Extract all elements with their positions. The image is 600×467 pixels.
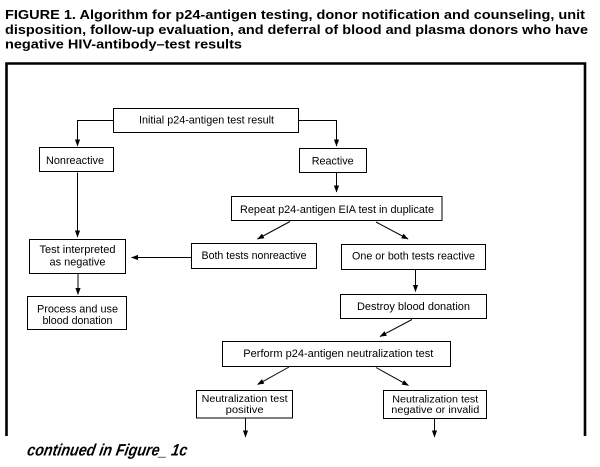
svg-text:Process and use: Process and use — [37, 304, 118, 316]
svg-text:blood donation: blood donation — [43, 315, 113, 327]
svg-text:Nonreactive: Nonreactive — [46, 155, 104, 167]
svg-text:FIGURE 1. Algorithm for p24-an: FIGURE 1. Algorithm for p24-antigen test… — [5, 8, 586, 22]
svg-text:disposition, follow-up evaluat: disposition, follow-up evaluation, and d… — [5, 23, 588, 37]
svg-text:negative HIV-antibody–test res: negative HIV-antibody–test results — [5, 38, 242, 52]
svg-text:Test interpreted: Test interpreted — [40, 244, 116, 256]
svg-text:Repeat p24-antigen EIA test in: Repeat p24-antigen EIA test in duplicate — [240, 204, 434, 216]
svg-text:Neutralization test: Neutralization test — [202, 394, 288, 405]
svg-text:One or both tests reactive: One or both tests reactive — [352, 250, 475, 262]
svg-text:Initial p24-antigen test resul: Initial p24-antigen test result — [139, 114, 274, 126]
svg-text:Perform p24-antigen neutraliza: Perform p24-antigen neutralization test — [243, 348, 433, 360]
svg-text:Neutralization test: Neutralization test — [392, 394, 478, 405]
svg-text:Destroy blood donation: Destroy blood donation — [357, 301, 470, 313]
svg-text:as negative: as negative — [50, 256, 106, 268]
svg-text:Both tests nonreactive: Both tests nonreactive — [202, 250, 307, 262]
svg-text:Reactive: Reactive — [312, 155, 354, 167]
svg-text:continued in Figure_ 1c: continued in Figure_ 1c — [26, 441, 189, 460]
svg-text:positive: positive — [226, 405, 264, 416]
svg-text:negative or invalid: negative or invalid — [391, 405, 479, 416]
